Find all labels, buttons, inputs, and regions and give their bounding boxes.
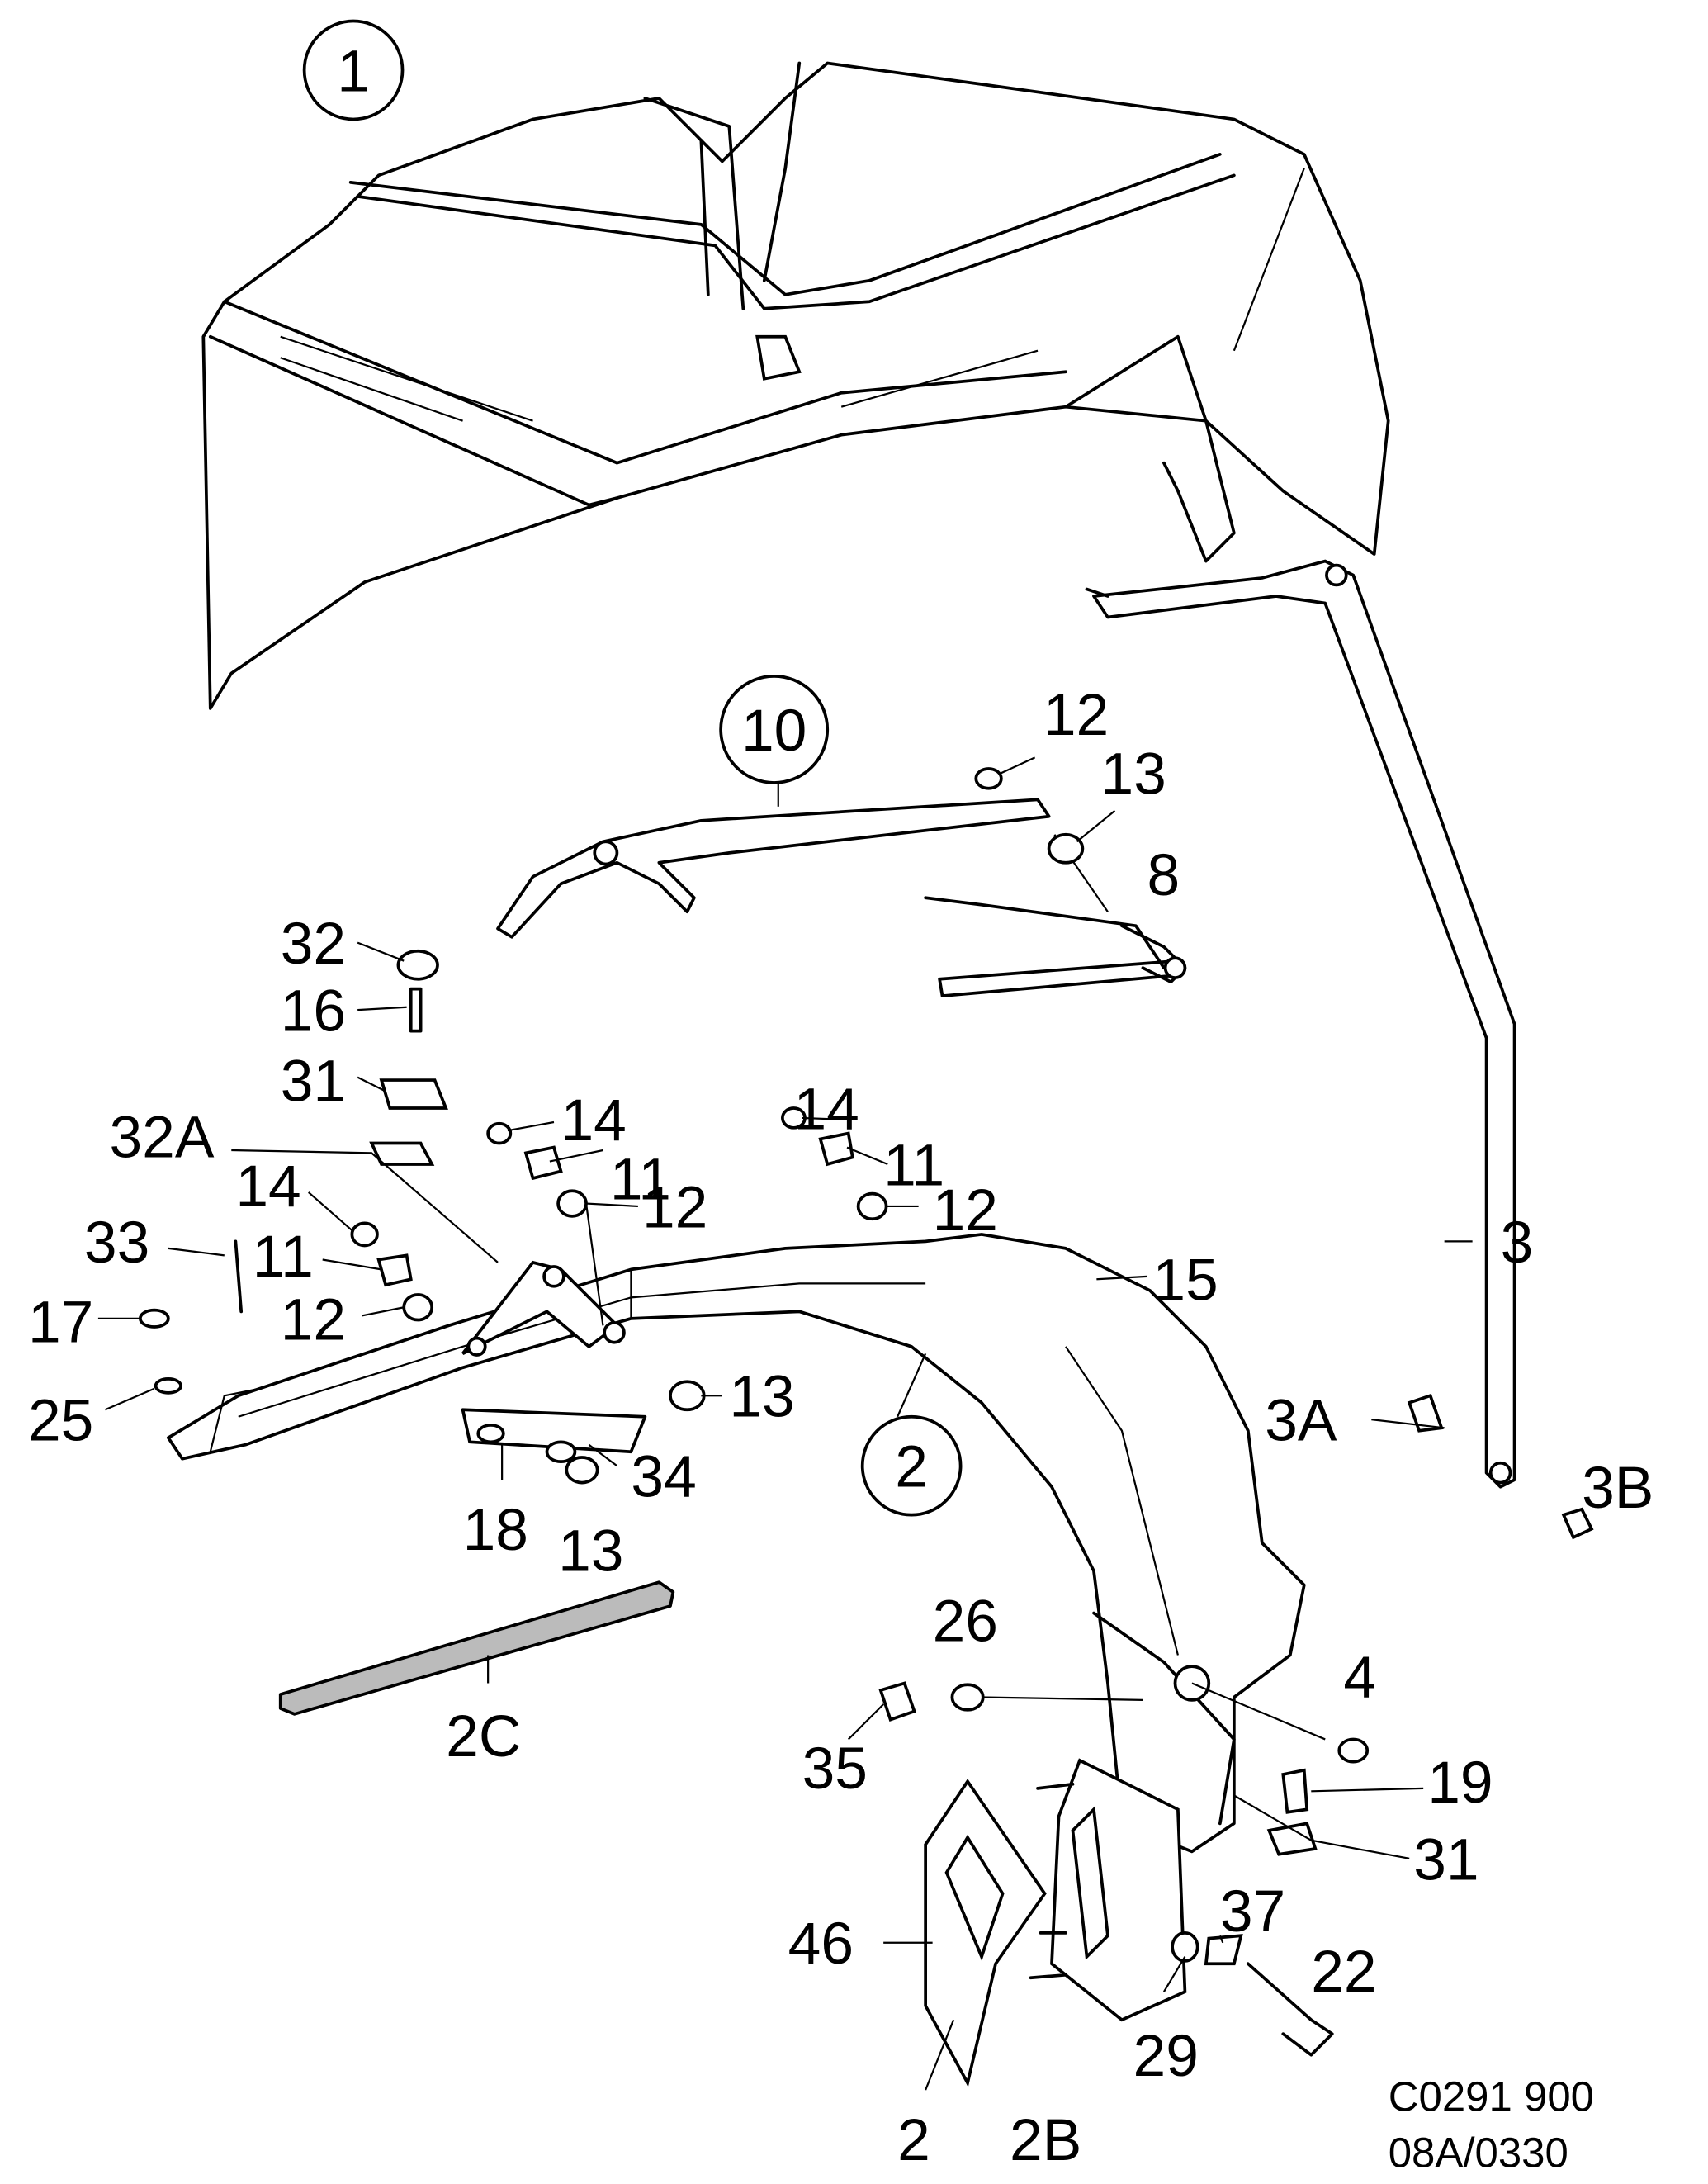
callout-1: 1: [337, 38, 370, 104]
label-14: 14: [235, 1154, 300, 1220]
label-32a: 32A: [109, 1104, 214, 1170]
seal-strip-part-2c: [278, 1580, 675, 1716]
label-25: 25: [28, 1388, 93, 1454]
callout-circle-2: [860, 1414, 963, 1517]
label-13: 13: [558, 1518, 623, 1585]
label-3a: 3A: [1265, 1388, 1337, 1454]
callout-10: 10: [741, 698, 807, 764]
label-19: 19: [1427, 1750, 1493, 1816]
label-34: 34: [631, 1444, 696, 1510]
callout-circle-1: [302, 19, 405, 121]
label-15: 15: [1152, 1248, 1218, 1314]
label-31: 31: [281, 1049, 346, 1115]
label-26: 26: [933, 1589, 998, 1655]
label-13: 13: [1100, 741, 1166, 808]
label-8: 8: [1147, 842, 1180, 908]
callout-circle-10: [719, 674, 830, 784]
label-4: 4: [1343, 1644, 1376, 1710]
label-11: 11: [610, 1146, 671, 1212]
part-labels: 12 13 8 32 16 31 32A 14 11 12 14 33 11 1…: [28, 682, 1654, 2173]
label-14: 14: [793, 1077, 859, 1143]
label-31: 31: [1413, 1826, 1479, 1893]
label-12: 12: [281, 1286, 346, 1353]
label-3: 3: [1501, 1210, 1534, 1276]
label-3b: 3B: [1582, 1455, 1654, 1521]
label-22: 22: [1311, 1939, 1376, 2005]
label-14: 14: [561, 1087, 626, 1154]
reference-subcode: 08A/0330: [1389, 2130, 1568, 2177]
callout-2: 2: [895, 1434, 928, 1500]
label-37: 37: [1220, 1878, 1285, 1945]
link-arm-part-3: [1092, 559, 1516, 1489]
label-11: 11: [253, 1224, 314, 1290]
top-frame-assembly: [201, 61, 1390, 710]
leader-lines: [97, 756, 1473, 2091]
reference-code: C0291 900: [1389, 2073, 1594, 2120]
label-12: 12: [642, 1174, 707, 1240]
label-35: 35: [802, 1736, 868, 1802]
label-18: 18: [463, 1497, 528, 1563]
label-32: 32: [281, 911, 346, 977]
label-2: 2: [897, 2107, 930, 2173]
label-2c: 2C: [446, 1703, 521, 1769]
label-16: 16: [281, 978, 346, 1045]
label-46: 46: [788, 1911, 854, 1977]
label-17: 17: [28, 1290, 93, 1356]
label-12: 12: [933, 1177, 998, 1244]
label-2b: 2B: [1010, 2107, 1081, 2173]
front-bow-part-10: [496, 782, 1187, 998]
label-29: 29: [1133, 2023, 1199, 2089]
side-rail-part-2: [166, 1233, 1306, 1854]
mounting-plates: [924, 1758, 1187, 2087]
label-33: 33: [84, 1210, 149, 1276]
label-11: 11: [883, 1132, 944, 1198]
label-12: 12: [1043, 682, 1109, 748]
label-13: 13: [729, 1364, 794, 1430]
